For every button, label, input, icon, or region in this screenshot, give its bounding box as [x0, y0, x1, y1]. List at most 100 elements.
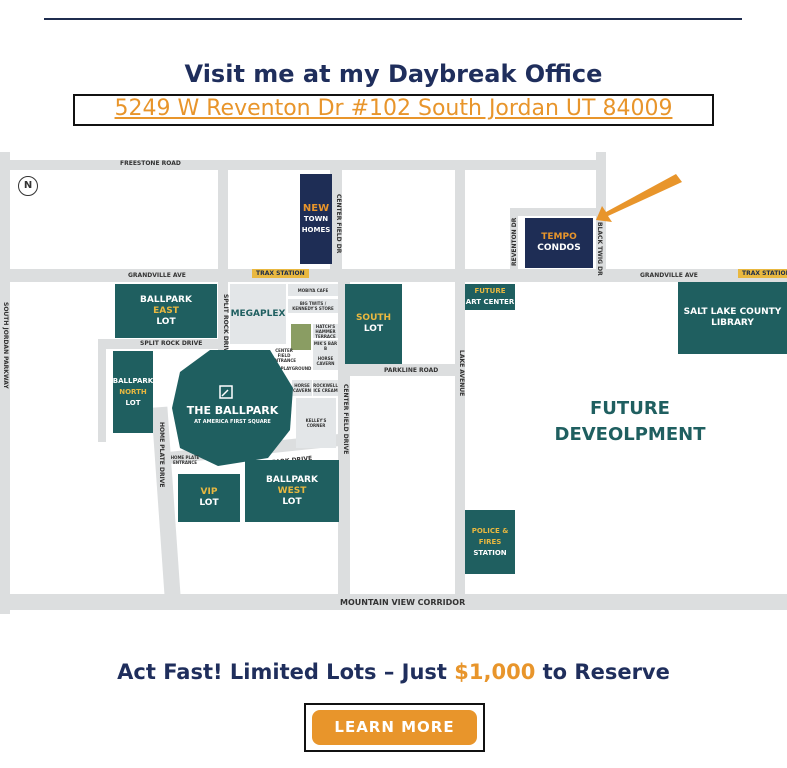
vip-lot-accent: VIP: [200, 487, 218, 497]
future-development: FUTURE DEVEOLPMENT: [530, 396, 730, 448]
tempo-condos: TEMPO CONDOS: [525, 218, 593, 268]
hatchs-hammer: HATCH'S HAMMER TERRACE: [313, 323, 338, 339]
future-art-line2: ART CENTER: [465, 298, 515, 306]
road-parkline: [350, 364, 456, 376]
town-homes-new-label: NEW: [302, 202, 330, 214]
top-divider: [44, 18, 742, 20]
vip-lot: VIP LOT: [178, 474, 240, 522]
cta-prefix: Act Fast! Limited Lots – Just: [117, 660, 455, 684]
label-south-jordan-parkway: SOUTH JORDAN PARKWAY: [2, 302, 9, 389]
small-label-5: HORSE CAVERN: [316, 356, 335, 366]
ballpark-sub: AT AMERICA FIRST SQUARE: [194, 419, 271, 425]
label-black-twig-dr: BLACK TWIG DR: [596, 222, 603, 276]
home-plate-entrance: HOME PLATE ENTRANCE: [170, 454, 200, 466]
kelleys-corner: KELLEY'S CORNER: [296, 398, 336, 448]
ballpark-west-lot: BALLPARK WEST LOT: [245, 460, 339, 522]
library-line2: LIBRARY: [711, 318, 754, 328]
police-accent: POLICE &: [471, 526, 509, 535]
salt-lake-county-library: SALT LAKE COUNTY LIBRARY: [678, 282, 787, 354]
small-label-3: MIK'S BAR B: [313, 341, 338, 351]
road-lake-avenue: [455, 168, 465, 598]
horse-cavern: HORSE CAVERN: [313, 352, 338, 370]
trax-station-left: TRAX STATION: [252, 269, 309, 278]
label-home-plate-drive: HOME PLATE DRIVE: [158, 422, 165, 488]
west-lot-line2: LOT: [282, 496, 302, 507]
road-grandville: [0, 269, 787, 282]
megaplex-label: MEGAPLEX: [230, 308, 286, 319]
north-lot-accent: NORTH: [119, 387, 147, 396]
east-lot-accent: EAST: [153, 305, 179, 316]
vip-lot-line2: LOT: [199, 498, 219, 508]
road-split-rock-h: [98, 339, 220, 349]
label-center-field-drive: CENTER FIELD DRIVE: [342, 384, 349, 455]
south-lot: SOUTH LOT: [345, 284, 402, 364]
trax-station-right: TRAX STATION: [738, 269, 787, 278]
north-label: N: [23, 180, 33, 191]
west-lot-accent: WEST: [277, 485, 307, 496]
road-reventon: [510, 208, 518, 272]
small-label-7: KELLEY'S CORNER: [305, 418, 327, 428]
east-lot-line2: LOT: [156, 316, 176, 327]
sales-office-arrow-icon: [596, 174, 682, 222]
road-freestone: [0, 160, 596, 170]
label-grandville-ave-left: GRANDVILLE AVE: [128, 272, 186, 279]
label-freestone-road: FREESTONE ROAD: [120, 160, 181, 167]
big-twits: BIG TWITS / KENNEDY'S STORE: [288, 299, 338, 313]
new-town-homes: NEW TOWN HOMES: [300, 174, 332, 264]
road-reventon-top: [510, 208, 598, 216]
road-west-vertical: [218, 168, 228, 368]
library-line1: SALT LAKE COUNTY: [683, 307, 782, 317]
horse-cavern-2: HORSE CAVERN: [292, 380, 312, 396]
road-split-rock-left: [98, 342, 106, 442]
label-mountain-view-corridor: MOUNTAIN VIEW CORRIDOR: [340, 598, 466, 607]
ballpark-stadium: [172, 350, 293, 466]
small-label-6: ROCKWELL ICE CREAM: [313, 383, 338, 393]
police-fire-station: POLICE & FIRES STATION: [465, 510, 515, 574]
small-label-0: MOBIYA CAFE: [297, 287, 329, 293]
label-lake-avenue: LAKE AVENUE: [458, 350, 465, 397]
ballpark-north-lot: BALLPARK NORTH LOT: [113, 351, 153, 433]
town-homes-line2: HOMES: [301, 225, 331, 234]
site-map: FREESTONE ROAD GRANDVILLE AVE GRANDVILLE…: [0, 152, 787, 614]
west-lot-line1: BALLPARK: [266, 474, 318, 485]
future-dev-line2: DEVEOLPMENT: [554, 424, 706, 445]
north-arrow-icon: N: [18, 176, 38, 196]
tempo-accent: TEMPO: [541, 232, 577, 242]
south-lot-accent: SOUTH: [355, 313, 392, 323]
town-homes-line1: TOWN: [303, 214, 329, 223]
address-link[interactable]: 5249 W Reventon Dr #102 South Jordan UT …: [73, 94, 714, 126]
playground: PLAYGROUND: [281, 364, 312, 372]
ballpark-east-lot: BALLPARK EAST LOT: [115, 284, 217, 338]
small-label-4: PLAYGROUND: [280, 365, 312, 371]
small-label-2: HATCH'S HAMMER TERRACE: [315, 323, 336, 339]
home-plate-entrance-label: HOME PLATE ENTRANCE: [170, 455, 200, 465]
green-space: [291, 324, 311, 350]
future-art-center: FUTURE ART CENTER: [465, 284, 515, 310]
south-lot-line2: LOT: [363, 324, 384, 334]
east-lot-line1: BALLPARK: [140, 294, 192, 305]
center-field-entrance: CENTER FIELD ENTRANCE: [270, 348, 298, 363]
mobiya-cafe: MOBIYA CAFE: [288, 284, 338, 296]
police-accent2: FIRES: [478, 537, 502, 546]
label-grandville-ave-right: GRANDVILLE AVE: [640, 272, 698, 279]
small-label-8: HORSE CAVERN: [292, 383, 311, 393]
north-lot-line2: LOT: [125, 398, 141, 407]
call-to-action: Act Fast! Limited Lots – Just $1,000 to …: [0, 660, 787, 684]
road-south-jordan-parkway: [0, 152, 10, 614]
cta-price: $1,000: [454, 660, 536, 684]
north-lot-line1: BALLPARK: [112, 376, 154, 385]
small-label-1: BIG TWITS / KENNEDY'S STORE: [292, 301, 334, 311]
learn-more-button[interactable]: LEARN MORE: [312, 710, 477, 745]
label-parkline-road: PARKLINE ROAD: [384, 367, 439, 374]
miks-bar: MIK'S BAR B: [313, 340, 338, 352]
label-reventon-dr: REVENTON DR: [511, 217, 518, 266]
future-dev-line1: FUTURE: [590, 398, 670, 419]
police-line2: STATION: [473, 548, 507, 557]
learn-more-frame: LEARN MORE: [304, 703, 485, 752]
label-center-field-dr: CENTER FIELD DR: [335, 194, 342, 254]
label-split-rock-drive: SPLIT ROCK DRIVE: [140, 340, 203, 347]
megaplex: MEGAPLEX: [230, 284, 286, 344]
cta-suffix: to Reserve: [535, 660, 670, 684]
ballpark-name: THE BALLPARK: [186, 404, 279, 417]
future-art-accent: FUTURE: [474, 287, 506, 295]
